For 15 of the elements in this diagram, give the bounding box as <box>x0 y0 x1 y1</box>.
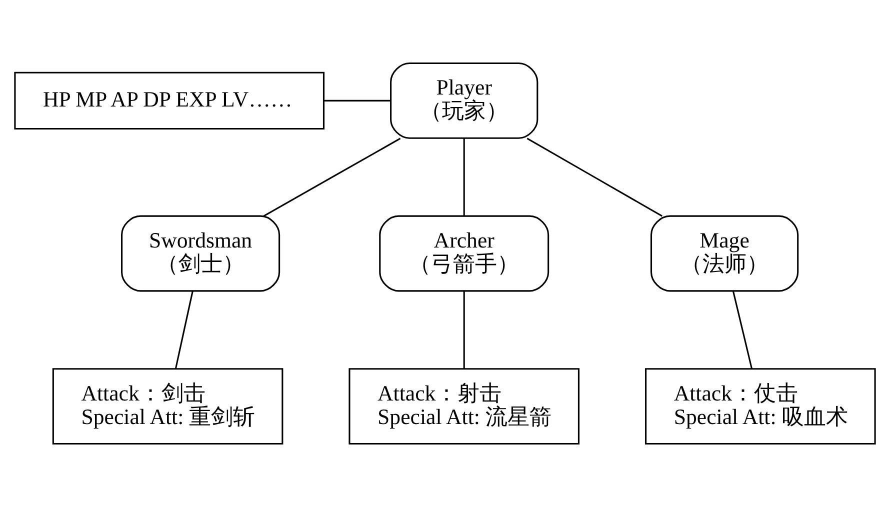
node-box: Attack：射击 Special Att: 流星箭 <box>348 368 580 444</box>
node-box: Archer （弓箭手） <box>379 214 550 292</box>
node-box: Swordsman （剑士） <box>121 214 280 292</box>
connector <box>732 290 753 369</box>
connector <box>324 99 390 101</box>
node-box: Attack：仗击 Special Att: 吸血术 <box>645 368 876 444</box>
node-box: HP MP AP DP EXP LV…… <box>14 71 325 130</box>
connector <box>263 137 401 216</box>
node-box: Player （玩家） <box>390 62 538 138</box>
node-box: Attack：剑击 Special Att: 重剑斩 <box>52 368 284 444</box>
connector <box>463 290 465 368</box>
connector <box>463 138 465 216</box>
connector <box>174 290 194 369</box>
connector <box>526 137 662 216</box>
node-box: Mage （法师） <box>650 214 799 292</box>
